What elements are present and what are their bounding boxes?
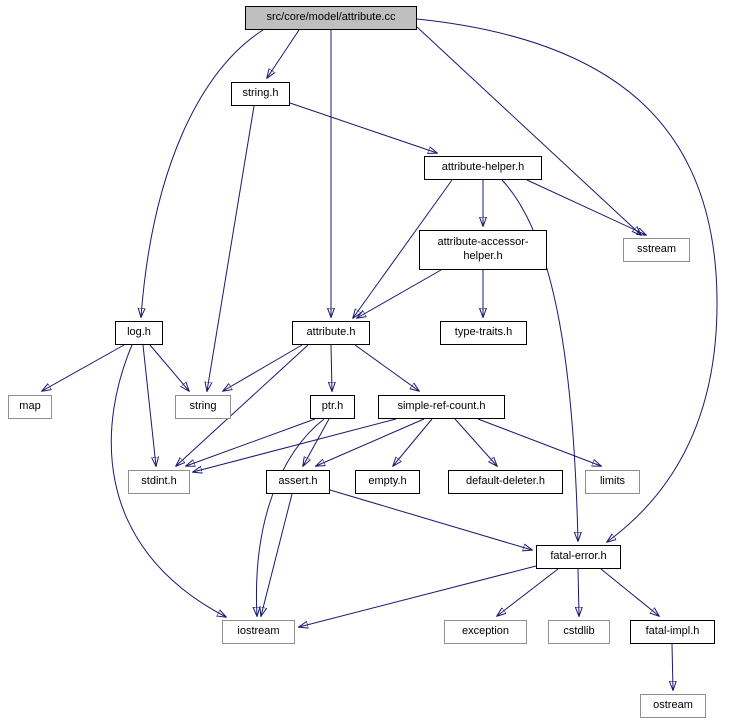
graph-node-ptr_h[interactable]: ptr.h (310, 395, 355, 419)
graph-edge-fatal_error_h-to-iostream (299, 565, 537, 627)
graph-edge-attribute_cc-to-sstream (416, 26, 641, 235)
graph-edge-fatal_error_h-to-fatal_impl_h (600, 568, 659, 616)
graph-edge-ptr_h-to-assert_h (303, 418, 330, 466)
graph-node-iostream: iostream (222, 620, 295, 644)
graph-edge-attribute_h-to-string (223, 344, 303, 391)
graph-edge-attribute_h-to-ptr_h (331, 344, 332, 391)
graph-node-map: map (8, 395, 52, 419)
graph-node-assert_h[interactable]: assert.h (266, 470, 330, 494)
graph-edge-attribute_cc-to-string_h (267, 29, 300, 78)
graph-edge-simple_ref_count_h-to-default_deleter_h (454, 418, 497, 466)
graph-edge-attribute_cc-to-fatal_error_h (416, 18, 718, 542)
graph-edge-fatal_error_h-to-cstdlib (578, 568, 579, 616)
graph-edge-simple_ref_count_h-to-empty_h (393, 418, 433, 466)
graph-node-fatal_error_h[interactable]: fatal-error.h (536, 545, 621, 569)
graph-edge-string_h-to-attribute_helper_h (289, 102, 437, 153)
graph-node-sstream: sstream (623, 238, 690, 262)
graph-node-string: string (175, 395, 231, 419)
graph-node-attribute_accessor_helper_h[interactable]: attribute-accessor- helper.h (419, 230, 547, 270)
graph-node-fatal_impl_h[interactable]: fatal-impl.h (630, 620, 715, 644)
graph-node-limits: limits (585, 470, 640, 494)
graph-node-attribute_helper_h[interactable]: attribute-helper.h (424, 156, 542, 180)
graph-edge-simple_ref_count_h-to-assert_h (316, 418, 425, 466)
graph-edge-simple_ref_count_h-to-stdint_h (193, 418, 397, 472)
graph-edge-log_h-to-stdint_h (142, 344, 156, 466)
graph-node-log_h[interactable]: log.h (115, 321, 163, 345)
graph-edge-fatal_impl_h-to-ostream (672, 643, 673, 690)
graph-node-exception: exception (444, 620, 527, 644)
graph-node-empty_h[interactable]: empty.h (355, 470, 420, 494)
graph-edge-log_h-to-map (42, 344, 125, 391)
graph-edge-ptr_h-to-stdint_h (186, 418, 316, 466)
graph-edge-attribute_h-to-simple_ref_count_h (354, 344, 419, 391)
graph-edge-ptr_h-to-iostream (256, 418, 325, 616)
graph-node-ostream: ostream (640, 694, 706, 718)
graph-edge-attribute_accessor_helper_h-to-attribute_h (357, 269, 442, 318)
graph-node-simple_ref_count_h[interactable]: simple-ref-count.h (378, 395, 505, 419)
graph-edge-string_h-to-string (207, 105, 255, 391)
graph-edge-assert_h-to-fatal_error_h (329, 489, 532, 550)
graph-node-default_deleter_h[interactable]: default-deleter.h (448, 470, 563, 494)
graph-node-attribute_h[interactable]: attribute.h (292, 321, 370, 345)
graph-edge-assert_h-to-iostream (261, 493, 293, 616)
graph-edge-log_h-to-string (149, 344, 189, 391)
graph-node-type_traits_h[interactable]: type-traits.h (440, 321, 527, 345)
graph-node-cstdlib: cstdlib (548, 620, 610, 644)
graph-node-stdint_h: stdint.h (128, 470, 190, 494)
graph-edge-simple_ref_count_h-to-limits (477, 418, 601, 466)
graph-edge-attribute_helper_h-to-sstream (526, 179, 646, 235)
graph-edge-attribute_cc-to-log_h (141, 29, 264, 317)
graph-node-attribute_cc: src/core/model/attribute.cc (245, 6, 417, 30)
graph-node-string_h[interactable]: string.h (231, 82, 290, 106)
graph-edge-fatal_error_h-to-exception (497, 568, 559, 616)
